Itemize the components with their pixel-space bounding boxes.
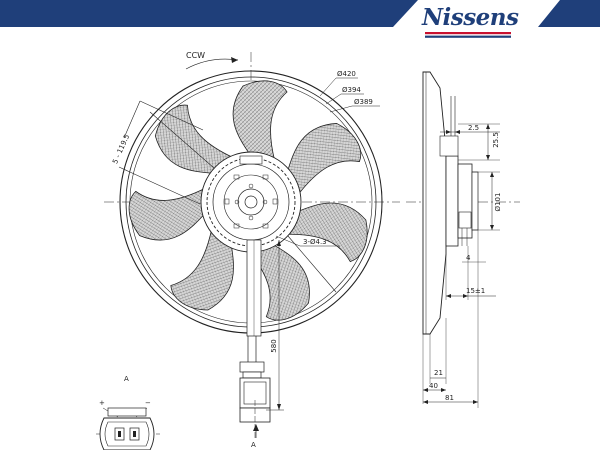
dim-cable-length: 580 (270, 339, 278, 352)
connector-view-a: A + − (96, 375, 160, 450)
logo-stripes (425, 32, 511, 38)
header-banner-left (0, 0, 418, 27)
dim-motor-diameter: Ø101 (494, 193, 502, 212)
rotation-label: CCW (186, 51, 205, 60)
connector-view-label: A (124, 375, 129, 383)
dim-side-gap: 15±1 (466, 287, 485, 295)
connector-minus: − (145, 399, 151, 407)
header-banner-right (538, 0, 600, 27)
fan-hub (200, 151, 302, 253)
dim-side-top-height: 25.5 (492, 132, 500, 148)
dim-depth-inner: 40 (429, 382, 438, 390)
logo-text: Nissens (422, 4, 519, 31)
cable-connector (239, 377, 271, 440)
dim-depth-total: 81 (445, 394, 454, 402)
dim-holes: 3-Ø4.3 (303, 238, 327, 246)
fan-front-view: 5 - 119.5 CCW Ø420 Ø394 Ø389 3-Ø4.3 (104, 51, 400, 449)
dim-mid-ring: Ø394 (342, 86, 361, 94)
dim-outer-ring: Ø420 (337, 70, 356, 78)
view-arrow-label: A (251, 441, 256, 449)
dim-bolt-circle: 5 - 119.5 (111, 133, 131, 165)
dim-side-bottom: 21 (434, 369, 443, 377)
connector-plus: + (99, 399, 105, 407)
nissens-logo: Nissens (422, 4, 522, 38)
dim-side-small: 4 (466, 254, 471, 262)
fan-side-view: 2.5 25.5 Ø101 4 15±1 21 4 (406, 71, 520, 408)
power-cable (239, 239, 265, 379)
dim-side-top-thickness: 2.5 (468, 124, 479, 132)
dim-inner-ring: Ø389 (354, 98, 373, 106)
